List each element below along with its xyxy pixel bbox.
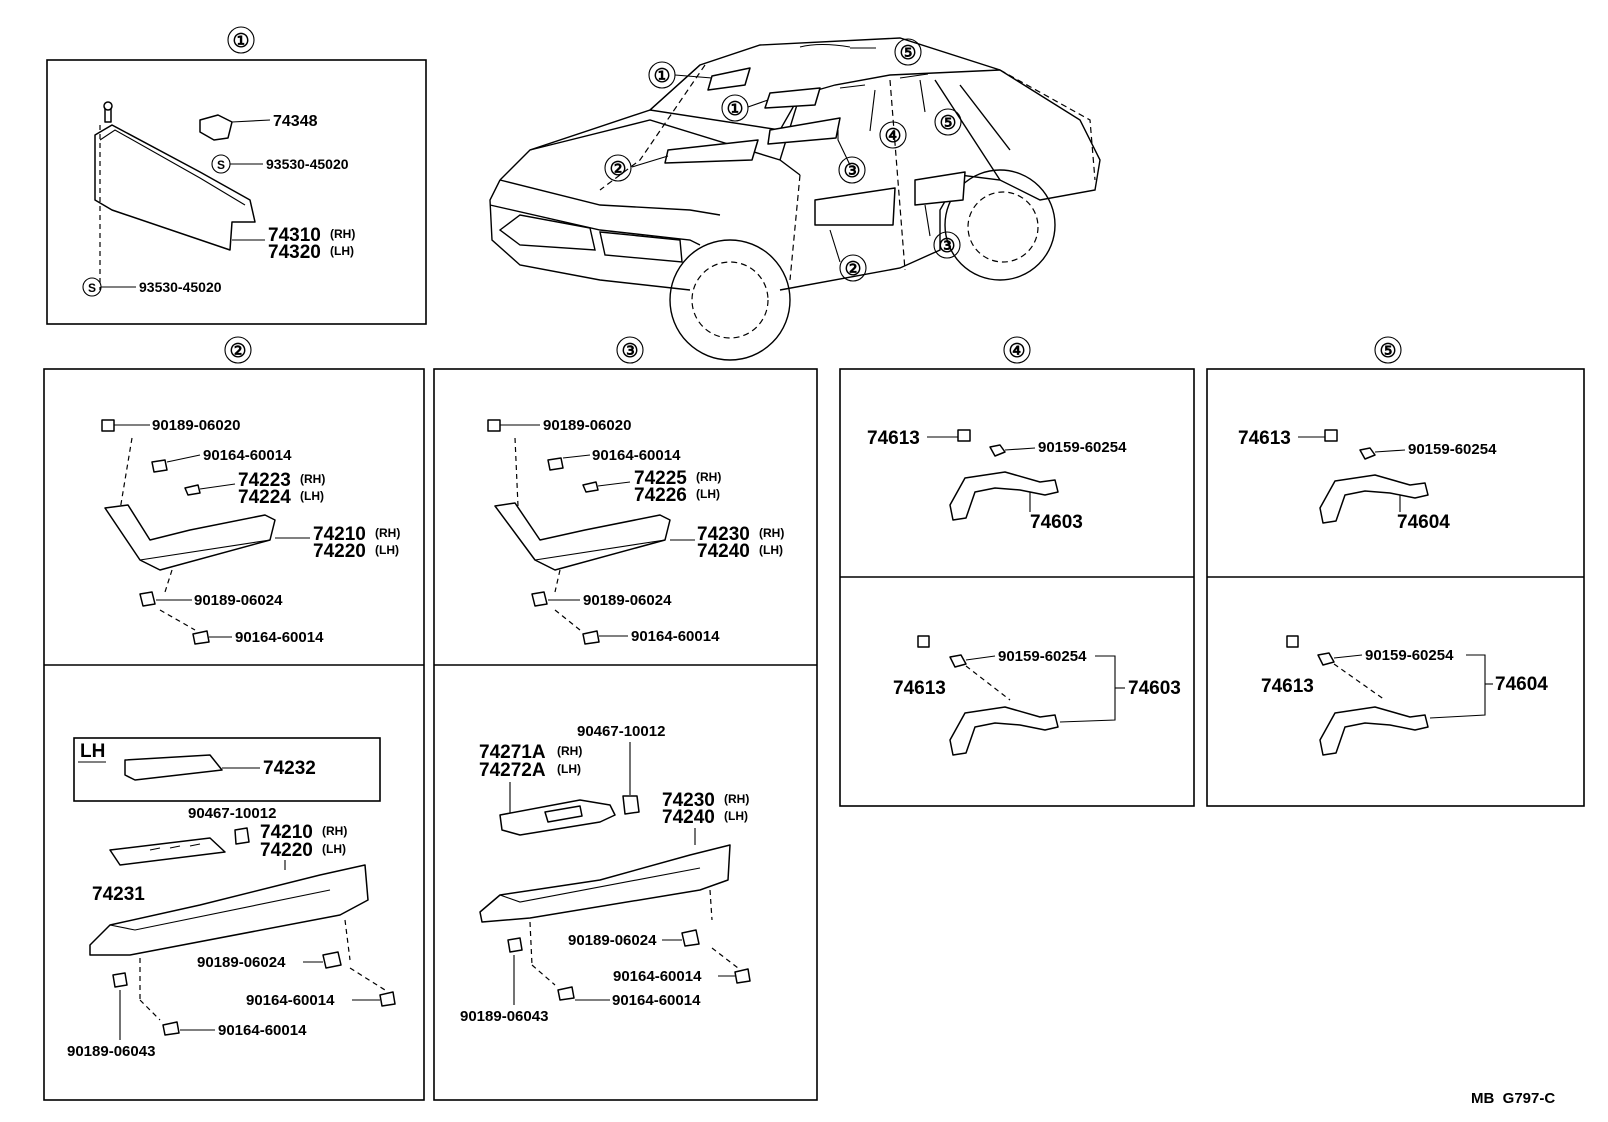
- part-90159-60254-c: 90159-60254: [1408, 441, 1497, 458]
- part-74320: 74320: [268, 242, 321, 263]
- part-90164-60014-a: 90164-60014: [203, 447, 292, 464]
- part-74224: 74224: [238, 487, 291, 508]
- part-74240-a: 74240: [697, 541, 750, 562]
- part-74210-a: 74210: [313, 524, 366, 545]
- part-90159-60254-d: 90159-60254: [1365, 647, 1454, 664]
- part-74210-b: 74210: [260, 822, 313, 843]
- part-93530-45020-a: 93530-45020: [266, 156, 349, 172]
- part-74230-b: 74230: [662, 790, 715, 811]
- section-3-label: ③: [621, 341, 638, 362]
- part-90164-60014-e: 90164-60014: [592, 447, 681, 464]
- car-callout-4: ④: [884, 126, 901, 147]
- car-callout-2a: ②: [609, 159, 626, 180]
- part-90159-60254-a: 90159-60254: [1038, 439, 1127, 456]
- part-74220-a: 74220: [313, 541, 366, 562]
- lh-tag-1: (LH): [330, 244, 354, 258]
- car-callout-3a: ③: [843, 161, 860, 182]
- part-74310: 74310: [268, 225, 321, 246]
- section-3-box: [433, 368, 818, 1101]
- part-74603-b: 74603: [1128, 678, 1181, 699]
- car-callout-5a: ⑤: [899, 43, 916, 64]
- section-3-rear-armrest: ③ 90189-06020 90164-60014 74225 (RH) 742…: [433, 336, 818, 1101]
- screw-symbol-a: S: [217, 158, 225, 172]
- part-90189-06024-c: 90189-06024: [583, 592, 672, 609]
- lh-tag-2b: (LH): [375, 543, 399, 557]
- screw-symbol-b: S: [88, 281, 96, 295]
- part-90164-60014-g: 90164-60014: [613, 968, 702, 985]
- part-74231: 74231: [92, 884, 145, 905]
- part-93530-45020-b: 93530-45020: [139, 279, 222, 295]
- section-5-box: [1206, 368, 1585, 807]
- part-74603-a: 74603: [1030, 512, 1083, 533]
- rh-tag-1: (RH): [330, 227, 355, 241]
- lh-tag-3d: (LH): [724, 809, 748, 823]
- lh-tag-2a: (LH): [300, 489, 324, 503]
- part-74613-d: 74613: [1261, 676, 1314, 697]
- figure-code: MB G797-C: [1471, 1090, 1555, 1107]
- section-1-sun-visor: ① 74348 S 93530-45020 74310 (RH) 74320 (…: [46, 26, 427, 325]
- lh-inset-box: [73, 737, 381, 802]
- part-74223: 74223: [238, 470, 291, 491]
- part-74613-a: 74613: [867, 428, 920, 449]
- part-74272A: 74272A: [479, 760, 546, 781]
- rh-tag-2b: (RH): [375, 526, 400, 540]
- car-callout-3b: ③: [938, 236, 955, 257]
- lh-inset-tag: LH: [80, 741, 105, 762]
- lh-tag-3c: (LH): [557, 762, 581, 776]
- section-2-box: [43, 368, 425, 1101]
- part-90189-06024-d: 90189-06024: [568, 932, 657, 949]
- car-callout-1b: ①: [726, 99, 743, 120]
- part-90189-06024-a: 90189-06024: [194, 592, 283, 609]
- section-4-label: ④: [1008, 341, 1025, 362]
- rh-tag-3b: (RH): [759, 526, 784, 540]
- part-90164-60014-b: 90164-60014: [235, 629, 324, 646]
- section-5-assist-grip: ⑤ 74613 90159-60254 74604 74613 90159-60…: [1206, 336, 1585, 807]
- part-90164-60014-h: 90164-60014: [612, 992, 701, 1009]
- part-90164-60014-c: 90164-60014: [246, 992, 335, 1009]
- part-90189-06020-a: 90189-06020: [152, 417, 240, 434]
- lh-tag-3b: (LH): [759, 543, 783, 557]
- part-74604-b: 74604: [1495, 674, 1548, 695]
- car-callout-2b: ②: [844, 259, 861, 280]
- section-4-assist-grip: ④ 74613 90159-60254 74603 74613 90159-60…: [839, 336, 1195, 807]
- car-callout-5b: ⑤: [939, 113, 956, 134]
- part-74240-b: 74240: [662, 807, 715, 828]
- section-2-label: ②: [229, 341, 246, 362]
- part-74271A: 74271A: [479, 742, 546, 763]
- section-2-front-armrest: ② 90189-06020 90164-60014 74223 (RH) 742…: [43, 336, 425, 1101]
- lh-tag-3a: (LH): [696, 487, 720, 501]
- section-1-box: [46, 59, 427, 325]
- part-90164-60014-f: 90164-60014: [631, 628, 720, 645]
- rh-tag-3a: (RH): [696, 470, 721, 484]
- section-1-label: ①: [232, 31, 249, 52]
- section-5-label: ⑤: [1379, 341, 1396, 362]
- part-74604-a: 74604: [1397, 512, 1450, 533]
- rh-tag-3d: (RH): [724, 792, 749, 806]
- part-90467-10012-b: 90467-10012: [577, 723, 665, 740]
- rh-tag-2c: (RH): [322, 824, 347, 838]
- part-90159-60254-b: 90159-60254: [998, 648, 1087, 665]
- part-74232: 74232: [263, 758, 316, 779]
- part-90164-60014-d: 90164-60014: [218, 1022, 307, 1039]
- part-74613-b: 74613: [893, 678, 946, 699]
- rh-tag-3c: (RH): [557, 744, 582, 758]
- part-74230-a: 74230: [697, 524, 750, 545]
- rh-tag-2a: (RH): [300, 472, 325, 486]
- part-90189-06020-b: 90189-06020: [543, 417, 631, 434]
- part-90189-06024-b: 90189-06024: [197, 954, 286, 971]
- part-90189-06043-a: 90189-06043: [67, 1043, 155, 1060]
- part-90467-10012-a: 90467-10012: [188, 805, 276, 822]
- part-74613-c: 74613: [1238, 428, 1291, 449]
- part-74348: 74348: [273, 113, 318, 130]
- part-74220-b: 74220: [260, 840, 313, 861]
- section-4-box: [839, 368, 1195, 807]
- part-90189-06043-b: 90189-06043: [460, 1008, 548, 1025]
- part-74226: 74226: [634, 485, 687, 506]
- car-overview: ① ① ② ③ ④ ⑤ ⑤ ② ③: [489, 37, 1101, 361]
- lh-tag-2c: (LH): [322, 842, 346, 856]
- car-callout-1a: ①: [653, 66, 670, 87]
- part-74225: 74225: [634, 468, 687, 489]
